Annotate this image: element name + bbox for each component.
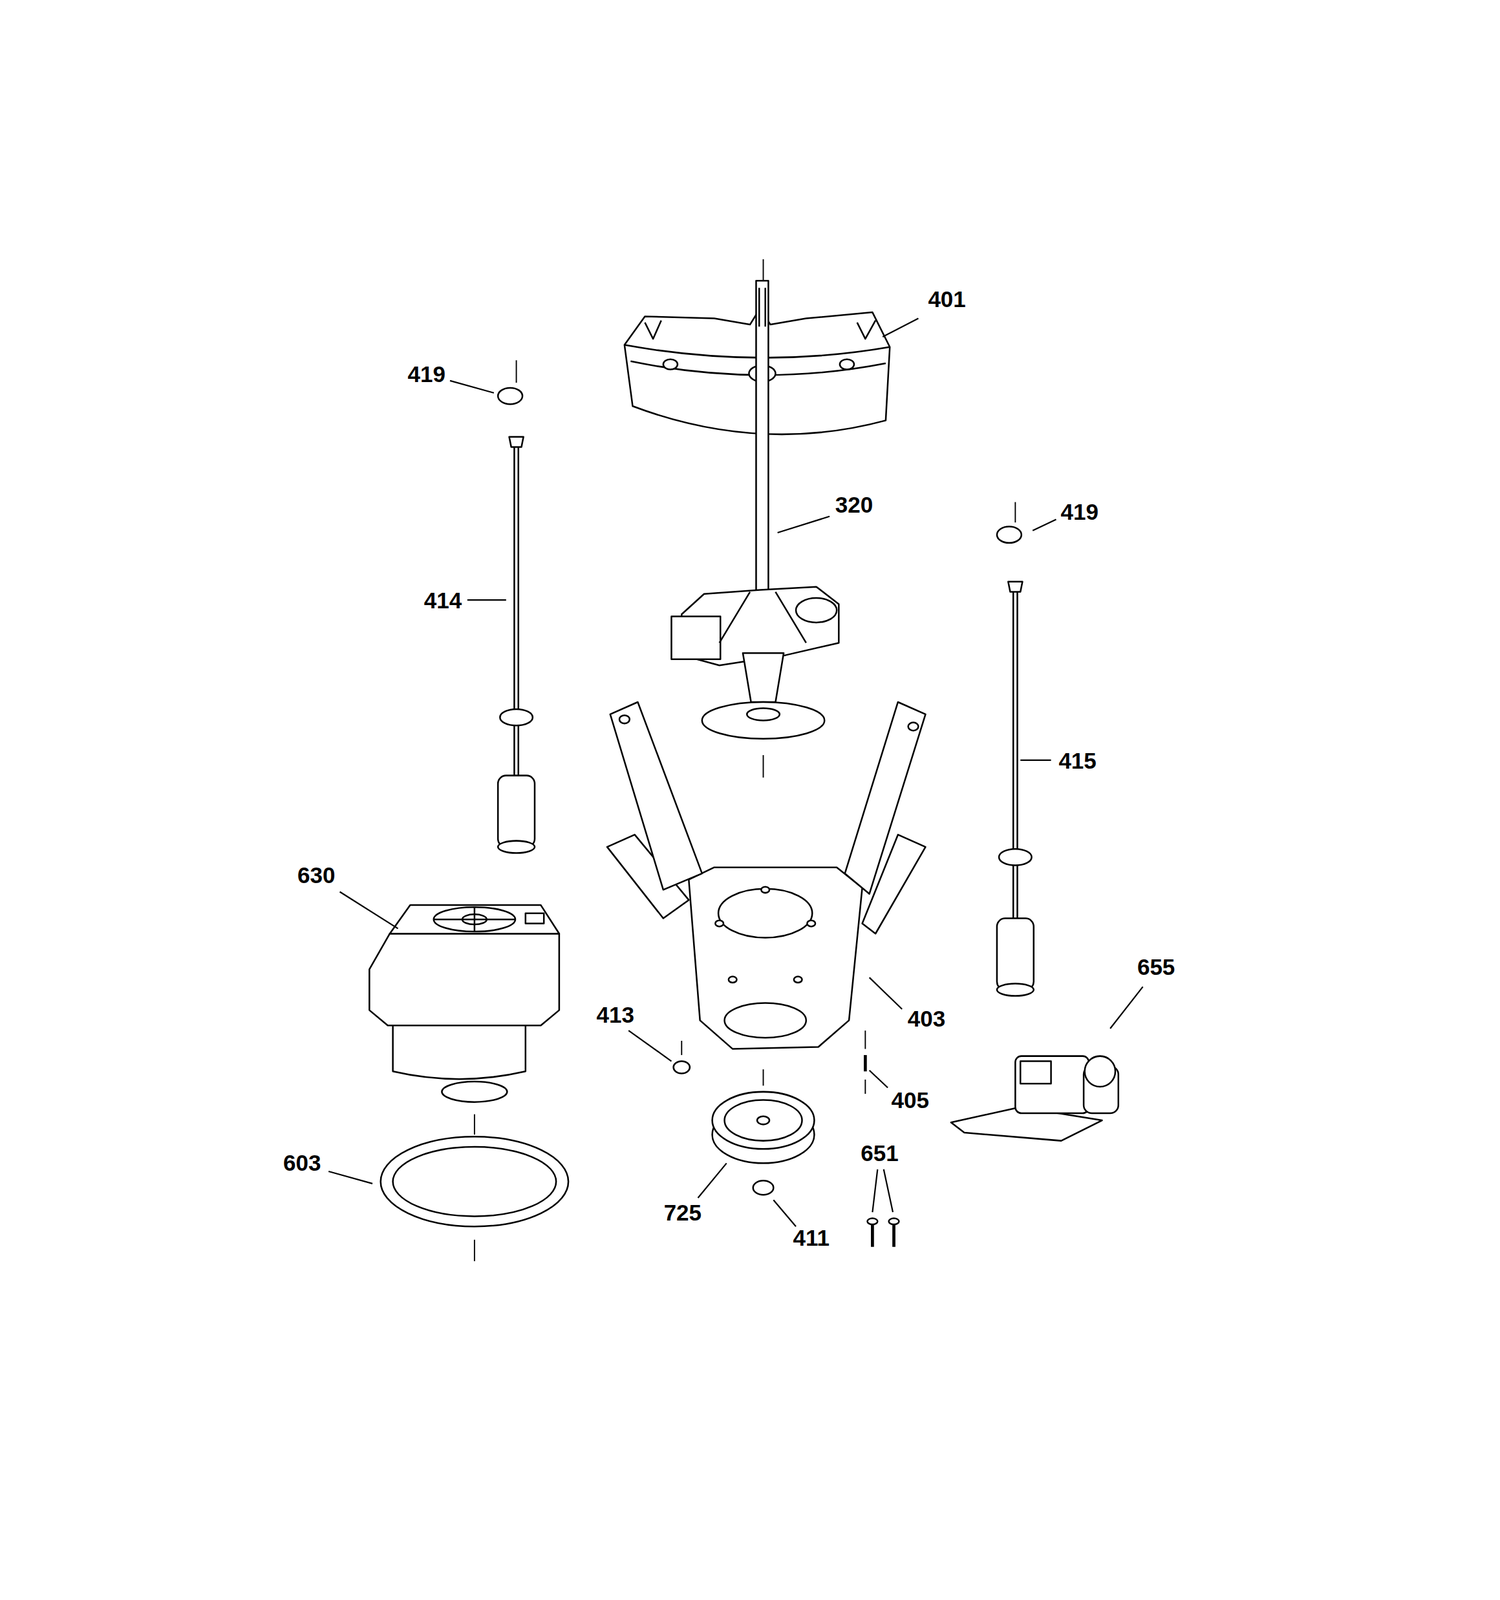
center-line	[473, 1240, 476, 1262]
drive-belt	[380, 1136, 569, 1227]
frame-hole	[619, 715, 630, 725]
drive-pulley	[712, 1092, 815, 1149]
cover-notch	[857, 320, 876, 339]
center-line	[680, 1040, 683, 1056]
center-line	[473, 1114, 476, 1136]
frame-hole	[724, 1003, 807, 1039]
damper-bottom	[497, 841, 535, 854]
pulley-face	[724, 1100, 803, 1142]
case-rib	[719, 592, 807, 644]
frame-arm	[845, 702, 926, 895]
motor-fan	[433, 907, 516, 932]
callout-number: 401	[927, 287, 966, 311]
frame-hole	[793, 976, 803, 983]
illustration	[328, 259, 1143, 1262]
rod-collar	[998, 848, 1032, 866]
center-line	[762, 259, 765, 282]
frame-hole	[715, 920, 724, 927]
suspension-rod	[1013, 592, 1018, 919]
callout-number: 411	[792, 1226, 829, 1250]
motor-pulley	[441, 1081, 507, 1103]
callout-number: 419	[407, 362, 445, 385]
callout-number: 651	[860, 1141, 899, 1165]
screw-head	[867, 1218, 878, 1225]
frame-hole	[760, 887, 770, 893]
frame-hole	[728, 976, 738, 983]
callout-number: 630	[297, 863, 335, 886]
leader-line	[328, 318, 1143, 1228]
screw-head	[889, 1218, 900, 1225]
damper-bottom	[996, 984, 1034, 997]
gear-cover	[795, 598, 837, 623]
shaft-spline	[759, 287, 765, 327]
callout-number: 725	[664, 1200, 702, 1224]
mounting-frame	[688, 867, 862, 1050]
callout-number: 415	[1058, 748, 1096, 772]
rod-cap	[497, 387, 523, 405]
pulley-hub	[757, 1116, 770, 1125]
drain-pump	[1015, 1056, 1089, 1114]
callout-number: 403	[907, 1007, 946, 1030]
drive-motor	[369, 933, 560, 1026]
fan-spoke	[433, 907, 516, 932]
frame-arm	[610, 702, 703, 890]
shaft	[755, 280, 769, 592]
callout-number: 419	[1060, 499, 1099, 523]
frame-hole	[908, 722, 919, 732]
drive-belt	[393, 1146, 557, 1217]
damper-cylinder	[996, 918, 1034, 990]
cover-hole	[663, 359, 678, 370]
callout-number: 405	[891, 1088, 930, 1112]
rod-nut	[509, 437, 524, 448]
cover-notch	[644, 320, 661, 339]
motor-top	[389, 905, 560, 934]
center-line	[762, 755, 765, 778]
callout-number: 603	[283, 1150, 321, 1174]
frame-screw	[863, 1055, 868, 1072]
cover-hole	[839, 359, 855, 370]
pump-port	[1084, 1056, 1116, 1087]
rod-nut	[1007, 581, 1023, 593]
frame-hole	[806, 920, 816, 927]
mounting-flange	[702, 702, 825, 740]
rod-collar	[499, 709, 533, 726]
rod-cap	[996, 526, 1022, 544]
center-line	[864, 1030, 866, 1049]
center-line	[762, 1069, 765, 1086]
pump-screw	[872, 1222, 894, 1248]
motor-terminal	[525, 913, 544, 924]
callout-number: 413	[596, 1002, 634, 1026]
callout-number: 320	[835, 492, 873, 516]
callout-number: 414	[424, 589, 462, 612]
transmission-neck	[742, 653, 784, 703]
damper-cylinder	[497, 775, 535, 847]
pulley-nut	[753, 1180, 774, 1195]
hex-nut	[673, 1061, 690, 1074]
pump-connector	[1020, 1061, 1051, 1085]
motor-base	[393, 1025, 526, 1080]
center-line	[515, 360, 518, 383]
callout-number: 655	[1137, 954, 1175, 978]
frame-hole	[718, 889, 813, 939]
center-line	[864, 1079, 866, 1094]
gear-case-box	[671, 616, 721, 659]
flange-hub	[746, 707, 780, 721]
center-line	[1014, 502, 1016, 524]
